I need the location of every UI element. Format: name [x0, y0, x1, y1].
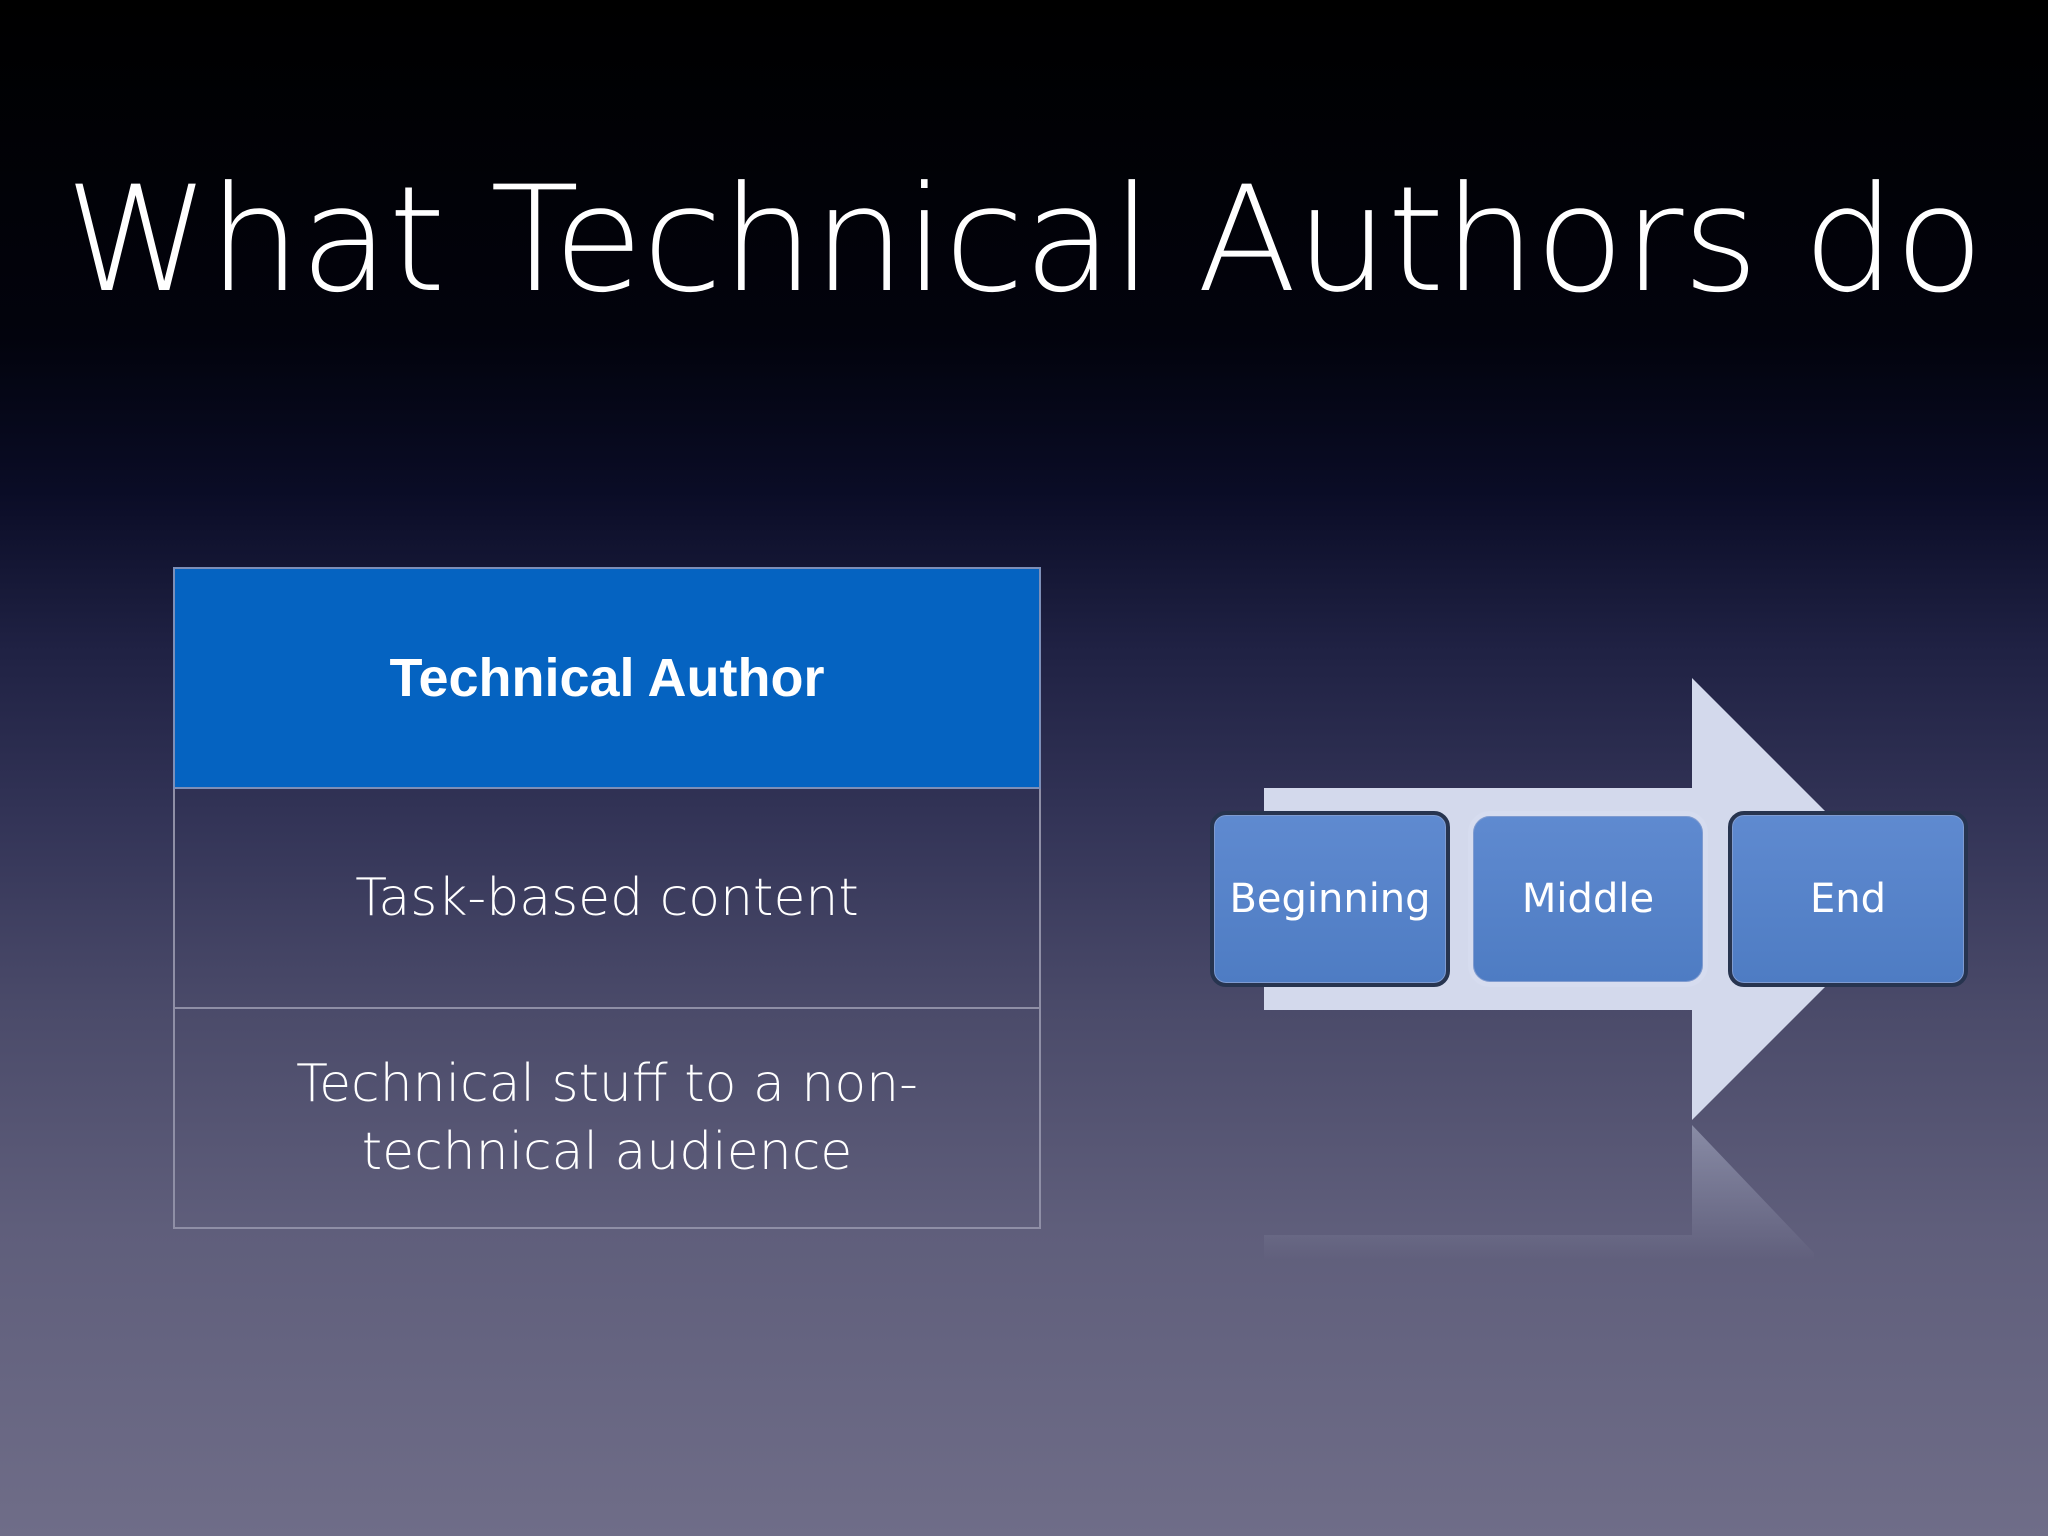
table-row: Technical Author: [173, 567, 1041, 789]
process-diagram: Beginning Middle End: [1200, 670, 1980, 1270]
table-row: Technical stuff to a non-technical audie…: [173, 1007, 1041, 1229]
step-beginning: Beginning: [1210, 811, 1450, 987]
arrow-reflection: [1264, 1125, 1814, 1260]
step-label: Beginning: [1229, 876, 1431, 922]
step-label: End: [1809, 876, 1886, 922]
table-cell: Technical stuff to a non-technical audie…: [173, 1007, 1041, 1229]
step-middle: Middle: [1468, 811, 1708, 987]
slide-title: What Technical Authors do: [65, 155, 1984, 325]
table-cell: Task-based content: [173, 787, 1041, 1009]
table-row: Task-based content: [173, 787, 1041, 1009]
table-header-cell: Technical Author: [173, 567, 1041, 789]
step-label: Middle: [1521, 876, 1655, 922]
step-end: End: [1728, 811, 1968, 987]
role-table: Technical Author Task-based content Tech…: [173, 567, 1041, 1229]
